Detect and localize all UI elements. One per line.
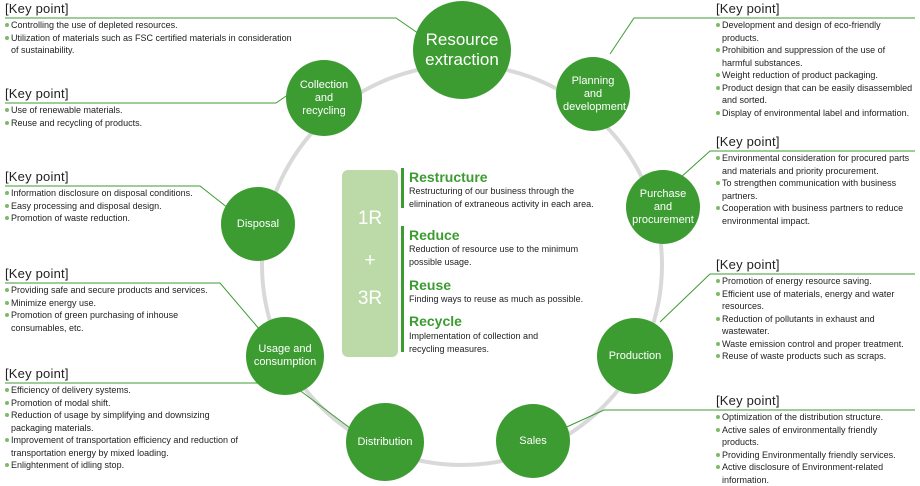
node-distribution: Distribution xyxy=(346,403,424,481)
keypoint-item: Efficiency of delivery systems. xyxy=(5,384,250,397)
keypoint-item: Easy processing and disposal design. xyxy=(5,200,205,213)
keypoint-item: Waste emission control and proper treatm… xyxy=(716,338,916,351)
reduce-title: Reduce xyxy=(409,227,460,243)
keypoint-heading: [Key point] xyxy=(5,1,69,16)
keypoint-item: Controlling the use of depleted resource… xyxy=(5,19,295,32)
connector-purchase xyxy=(679,150,915,179)
keypoint-heading: [Key point] xyxy=(716,1,780,16)
connector-planning xyxy=(609,17,915,55)
keypoint-item: Information disclosure on disposal condi… xyxy=(5,187,205,200)
keypoint-item: Promotion of green purchasing of inhouse… xyxy=(5,309,220,334)
keypoint-item: Reduction of usage by simplifying and do… xyxy=(5,409,250,434)
keypoint-planning: [Key point] Development and design of ec… xyxy=(716,1,916,119)
keypoint-item: Providing Environmentally friendly servi… xyxy=(716,449,916,462)
keypoint-item: To strengthen communication with busines… xyxy=(716,177,916,202)
keypoint-item: Active sales of environmentally friendly… xyxy=(716,424,916,449)
connector-disposal xyxy=(5,185,229,209)
connector-production xyxy=(659,273,915,323)
keypoint-item: Enlightenment of idling stop. xyxy=(5,459,250,472)
keypoint-item: Prohibition and suppression of the use o… xyxy=(716,44,916,69)
keypoint-item: Environmental consideration for procured… xyxy=(716,152,916,177)
keypoint-item: Reuse and recycling of products. xyxy=(5,117,255,130)
connector-usage xyxy=(5,282,261,331)
keypoint-sales: [Key point] Optimization of the distribu… xyxy=(716,393,916,486)
node-resource-extraction: Resource extraction xyxy=(413,1,511,99)
keypoint-item: Use of renewable materials. xyxy=(5,104,255,117)
keypoint-item: Promotion of modal shift. xyxy=(5,397,250,410)
keypoint-heading: [Key point] xyxy=(5,266,69,281)
keypoint-item: Weight reduction of product packaging. xyxy=(716,69,916,82)
keypoint-item: Promotion of waste reduction. xyxy=(5,212,205,225)
keypoint-item: Optimization of the distribution structu… xyxy=(716,411,916,424)
restructure-desc: Restructuring of our business through th… xyxy=(409,186,594,209)
recycle-desc: Implementation of collection and recycli… xyxy=(409,331,539,354)
keypoint-distribution: [Key point] Efficiency of delivery syste… xyxy=(5,366,250,472)
node-disposal: Disposal xyxy=(221,187,295,261)
reduce-desc: Reduction of resource use to the minimum… xyxy=(409,244,579,267)
keypoint-heading: [Key point] xyxy=(5,366,69,381)
reduce-bar xyxy=(401,226,404,332)
keypoint-item: Product design that can be easily disass… xyxy=(716,82,916,107)
restructure-title: Restructure xyxy=(409,169,488,185)
keypoint-item: Display of environmental label and infor… xyxy=(716,107,916,120)
keypoint-usage: [Key point] Providing safe and secure pr… xyxy=(5,266,220,334)
keypoint-purchase: [Key point] Environmental consideration … xyxy=(716,134,916,227)
recycle-title: Recycle xyxy=(409,313,462,329)
center-1r3r-box: 1R + 3R xyxy=(342,170,398,357)
keypoint-heading: [Key point] xyxy=(716,393,780,408)
node-planning: Planning and development xyxy=(556,57,630,131)
keypoint-item: Efficient use of materials, energy and w… xyxy=(716,288,916,313)
node-collection: Collection and recycling xyxy=(286,60,362,136)
keypoint-item: Development and design of eco-friendly p… xyxy=(716,19,916,44)
keypoint-resource: [Key point] Controlling the use of deple… xyxy=(5,1,295,57)
keypoint-item: Reduction of pollutants in exhaust and w… xyxy=(716,313,916,338)
connector-sales xyxy=(559,409,915,431)
recycle-bar xyxy=(401,312,404,352)
node-purchase: Purchase and procurement xyxy=(626,170,700,244)
node-production: Production xyxy=(597,318,673,394)
keypoint-heading: [Key point] xyxy=(716,257,780,272)
keypoint-item: Improvement of transportation efficiency… xyxy=(5,434,250,459)
node-usage: Usage and consumption xyxy=(246,317,324,395)
keypoint-item: Minimize energy use. xyxy=(5,297,220,310)
keypoint-heading: [Key point] xyxy=(716,134,780,149)
keypoint-heading: [Key point] xyxy=(5,86,69,101)
keypoint-item: Reuse of waste products such as scraps. xyxy=(716,350,916,363)
keypoint-item: Promotion of energy resource saving. xyxy=(716,275,916,288)
center-3r: 3R xyxy=(357,288,383,309)
keypoint-collection: [Key point] Use of renewable materials. … xyxy=(5,86,255,129)
reuse-desc: Finding ways to reuse as much as possibl… xyxy=(409,294,584,304)
node-sales: Sales xyxy=(496,404,570,478)
restructure-bar xyxy=(401,168,404,208)
center-1r: 1R xyxy=(357,208,383,229)
keypoint-disposal: [Key point] Information disclosure on di… xyxy=(5,169,205,225)
keypoint-item: Utilization of materials such as FSC cer… xyxy=(5,32,295,57)
keypoint-heading: [Key point] xyxy=(5,169,69,184)
keypoint-item: Cooperation with business partners to re… xyxy=(716,202,916,227)
keypoint-production: [Key point] Promotion of energy resource… xyxy=(716,257,916,363)
keypoint-item: Providing safe and secure products and s… xyxy=(5,284,220,297)
reuse-title: Reuse xyxy=(409,277,452,293)
center-plus: + xyxy=(364,250,376,271)
keypoint-item: Active disclosure of Environment-related… xyxy=(716,461,916,486)
